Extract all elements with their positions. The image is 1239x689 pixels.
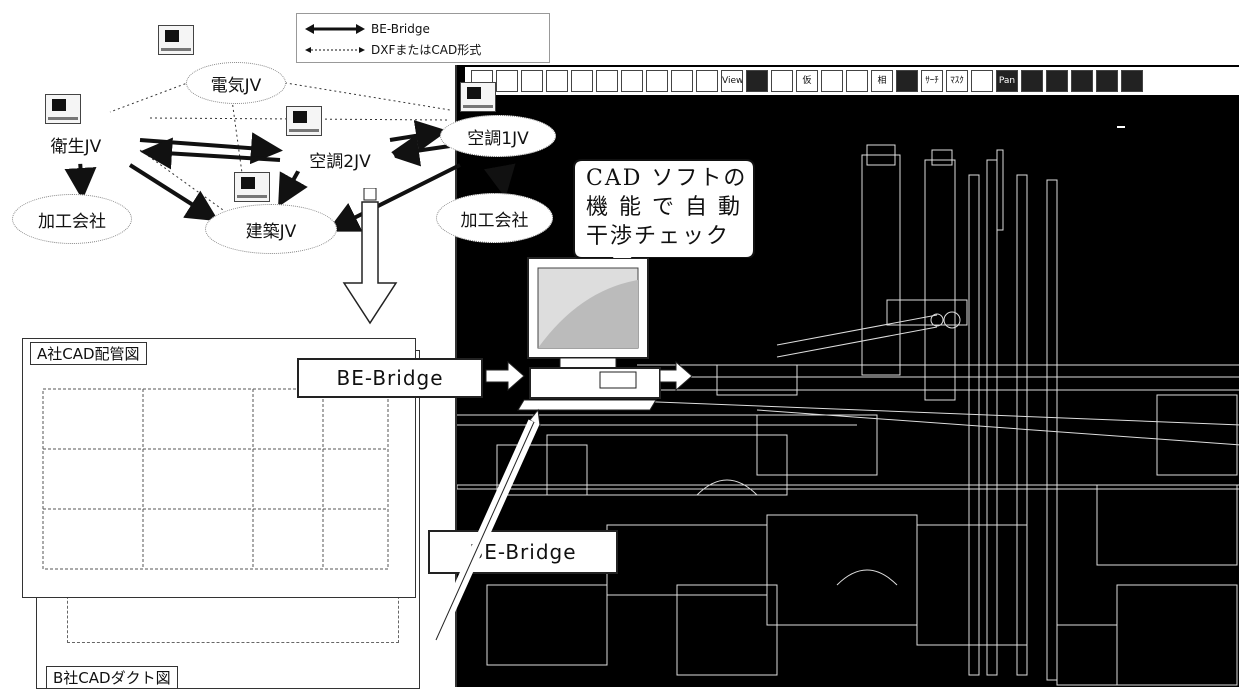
callout-line-3: 干渉チェック <box>586 224 731 249</box>
computer-icon <box>460 82 496 112</box>
callout-bubble <box>573 159 755 258</box>
node-kenchiku-jv: 建築JV <box>205 204 337 254</box>
save-icon[interactable] <box>521 70 543 92</box>
legend-dotted-label: DXFまたはCAD形式 <box>371 43 482 57</box>
be-bridge-label-bottom: BE-Bridge <box>428 530 618 574</box>
be-bridge-label-top: BE-Bridge <box>297 358 483 398</box>
view-front-icon[interactable] <box>1021 70 1043 92</box>
view-side-icon[interactable] <box>1046 70 1068 92</box>
rotate-left-icon[interactable] <box>821 70 843 92</box>
import-icon[interactable] <box>646 70 668 92</box>
node-label: 空調1JV <box>467 128 529 149</box>
drawing-a-title: A社CAD配管図 <box>30 342 147 365</box>
shading-icon[interactable] <box>746 70 768 92</box>
bold-arrow-icon <box>305 24 365 34</box>
view-back-icon[interactable] <box>1121 70 1143 92</box>
mask-button[interactable]: ﾏｽｸ <box>946 70 968 92</box>
computer-icon <box>234 172 270 202</box>
node-kakou-left: 加工会社 <box>12 194 132 244</box>
cad-3d-model <box>457 126 1239 686</box>
view-iso-icon[interactable] <box>1096 70 1118 92</box>
node-eisei-jv: 衛生JV <box>26 124 126 164</box>
piping-plan <box>42 388 389 570</box>
pan-button[interactable]: Pan <box>996 70 1018 92</box>
layer-icon[interactable] <box>596 70 618 92</box>
view-display-button[interactable]: View <box>721 70 743 92</box>
legend: BE-Bridge DXFまたはCAD形式 <box>296 13 550 63</box>
node-label: 電気JV <box>210 75 262 96</box>
computer-icon <box>286 106 322 136</box>
export-icon[interactable] <box>671 70 693 92</box>
callout-text: CAD ソフトの 機 能 で 自 動 干渉チェック <box>586 164 756 251</box>
grid-icon[interactable] <box>621 70 643 92</box>
print-preview-icon[interactable] <box>571 70 593 92</box>
callout-line-1: CAD ソフトの <box>586 166 748 191</box>
dotted-arrow-icon <box>305 46 365 53</box>
node-label: 建築JV <box>245 221 297 242</box>
display-icon[interactable] <box>696 70 718 92</box>
relative-button[interactable]: 相 <box>871 70 893 92</box>
view-top-icon[interactable] <box>1071 70 1093 92</box>
cad-toolbar: View 仮 相 ｻｰﾁ ﾏｽｸ Pan <box>465 67 1239 95</box>
node-kucho2-jv: 空調2JV <box>285 140 395 178</box>
legend-solid-row: BE-Bridge <box>305 22 430 36</box>
down-arrow-icon <box>342 188 398 325</box>
node-denki-jv: 電気JV <box>186 62 286 104</box>
rotate-right-icon[interactable] <box>846 70 868 92</box>
section-icon[interactable] <box>896 70 918 92</box>
network-connections <box>64 81 516 232</box>
node-kucho1-jv: 空調1JV <box>440 115 556 157</box>
drawing-b-title: B社CADダクト図 <box>46 666 178 689</box>
legend-dotted-row: DXFまたはCAD形式 <box>305 41 481 58</box>
computer-icon <box>158 25 194 55</box>
node-kakou-right: 加工会社 <box>436 193 553 243</box>
crosshair-icon[interactable] <box>971 70 993 92</box>
temporary-button[interactable]: 仮 <box>796 70 818 92</box>
checker-computer <box>430 257 693 643</box>
node-label: 加工会社 <box>38 211 106 232</box>
camera-icon[interactable] <box>771 70 793 92</box>
callout-line-2: 機 能 で 自 動 <box>586 195 742 220</box>
node-label: 加工会社 <box>460 210 529 231</box>
node-label: 空調2JV <box>309 151 371 172</box>
print-icon[interactable] <box>546 70 568 92</box>
node-label: 衛生JV <box>50 136 102 157</box>
computer-icon <box>45 94 81 124</box>
legend-solid-label: BE-Bridge <box>371 22 430 36</box>
search-button[interactable]: ｻｰﾁ <box>921 70 943 92</box>
open-file-icon[interactable] <box>496 70 518 92</box>
